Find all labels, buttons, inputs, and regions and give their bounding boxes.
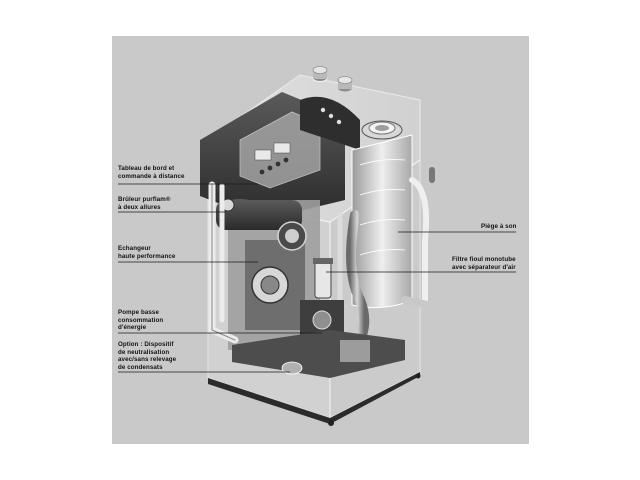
label-pump: Pompe basse consommation d'énergie — [118, 309, 164, 332]
leader-lines — [118, 183, 516, 373]
fuel-filter — [313, 258, 333, 299]
label-control-panel: Tableau de bord et commande à distance — [118, 165, 185, 180]
condensate-neutralisation-unit — [232, 330, 405, 378]
label-fuel-filter: Filtre fioul monotube avec séparateur d'… — [452, 256, 516, 271]
label-sound-trap: Piège à son — [481, 223, 517, 230]
flue-connections — [312, 66, 403, 140]
label-heat-exchanger: Echangeur haute performance — [118, 245, 176, 260]
burner — [216, 198, 307, 251]
label-condensate-option: Option : Dispositif de neutralisation av… — [118, 341, 177, 371]
label-burner: Brûleur purflam® à deux allures — [118, 196, 171, 211]
sound-trap-tank — [351, 134, 413, 309]
piping — [208, 167, 436, 360]
control-panel-housing — [200, 92, 360, 220]
